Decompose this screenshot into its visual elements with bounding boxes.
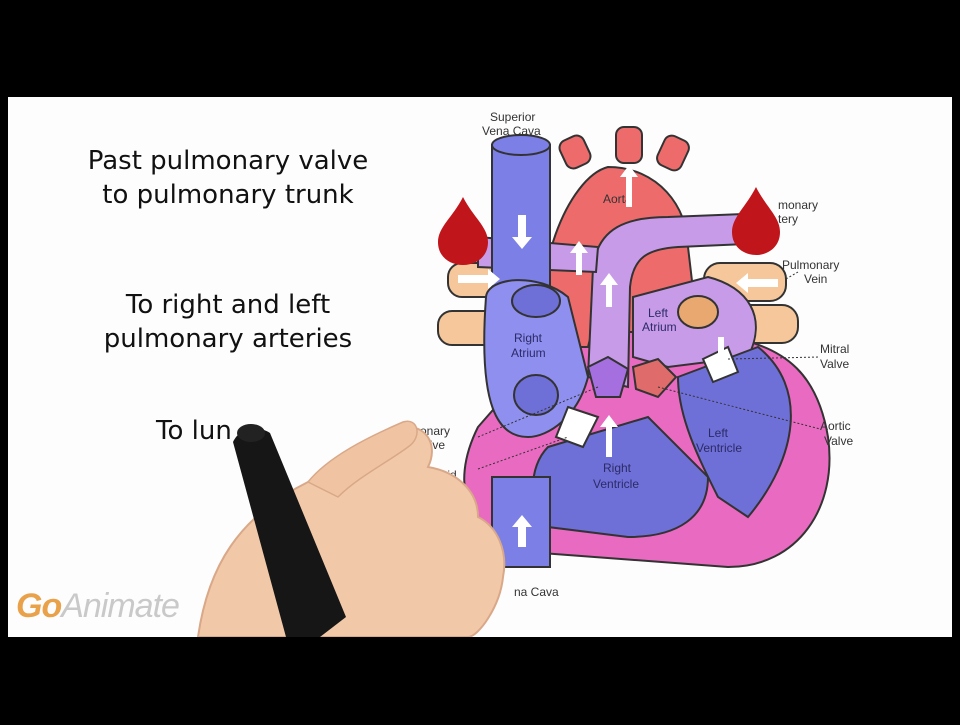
goanimate-logo: GoAnimate [16,587,179,626]
logo-go: Go [16,587,61,625]
video-stage: Past pulmonary valve to pulmonary trunk … [8,97,952,637]
logo-animate: Animate [61,587,179,625]
drawing-hand [8,97,952,637]
marker-tip [237,424,265,442]
